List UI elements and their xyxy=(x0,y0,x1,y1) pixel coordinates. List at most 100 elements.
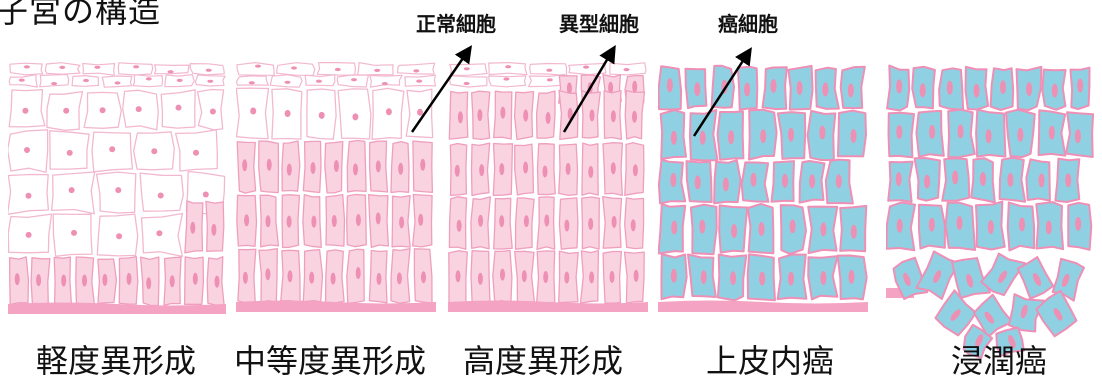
surface-cell xyxy=(194,74,226,87)
nucleus xyxy=(919,83,926,98)
nucleus xyxy=(670,268,677,283)
nucleus xyxy=(68,187,75,194)
nucleus xyxy=(583,65,590,69)
nucleus xyxy=(51,82,58,86)
nucleus xyxy=(115,187,122,194)
nucleus xyxy=(896,125,903,139)
nucleus xyxy=(984,311,994,324)
nucleus xyxy=(396,272,402,285)
nucleus xyxy=(331,215,337,227)
invading-cell xyxy=(1007,293,1045,333)
normal-cell xyxy=(139,172,184,212)
nucleus xyxy=(1008,334,1016,349)
nucleus xyxy=(542,165,548,178)
atypical-cell xyxy=(346,248,365,304)
normal-cell xyxy=(96,213,139,257)
nucleus xyxy=(63,107,70,114)
nucleus xyxy=(545,112,551,124)
nucleus xyxy=(633,269,639,282)
surface-cell xyxy=(44,62,81,75)
normal-cell xyxy=(46,90,84,131)
nucleus xyxy=(523,109,529,122)
nucleus xyxy=(66,149,73,156)
nucleus xyxy=(789,219,796,234)
surface-cell xyxy=(153,64,190,75)
nucleus xyxy=(623,68,630,72)
normal-cell xyxy=(196,88,225,131)
normal-cell xyxy=(52,213,93,257)
nucleus xyxy=(903,272,911,286)
nucleus xyxy=(418,213,424,226)
normal-cell xyxy=(122,89,159,131)
basement-membrane xyxy=(658,300,868,312)
nucleus xyxy=(567,107,573,120)
invading-cell xyxy=(951,257,991,300)
nucleus xyxy=(417,108,423,116)
nucleus xyxy=(1074,129,1081,144)
nucleus xyxy=(355,214,361,226)
nucleus xyxy=(822,82,829,97)
nucleus xyxy=(211,223,217,236)
nucleus xyxy=(250,107,257,115)
surface-cell xyxy=(189,63,225,76)
nucleus xyxy=(353,163,358,176)
nucleus xyxy=(82,274,87,287)
nucleus xyxy=(950,309,961,321)
normal-cell xyxy=(95,171,137,214)
nucleus xyxy=(334,67,341,72)
nucleus xyxy=(671,220,678,235)
nucleus xyxy=(1038,173,1045,188)
normal-cell xyxy=(8,89,46,128)
nucleus xyxy=(610,110,616,123)
nucleus xyxy=(381,82,388,86)
nucleus xyxy=(157,192,164,199)
nucleus xyxy=(523,161,529,174)
nucleus xyxy=(192,272,198,285)
normal-cell xyxy=(49,130,90,170)
nucleus xyxy=(286,163,292,176)
surface-cell xyxy=(39,73,70,88)
nucleus xyxy=(1075,216,1082,231)
nucleus xyxy=(333,160,339,172)
surface-cell xyxy=(164,74,195,88)
surface-cell xyxy=(132,74,164,88)
nucleus xyxy=(61,274,67,287)
nucleus xyxy=(146,277,152,290)
nucleus xyxy=(205,68,212,72)
nucleus xyxy=(809,174,816,189)
nucleus xyxy=(1045,220,1052,235)
nucleus xyxy=(975,334,984,348)
nucleus xyxy=(399,216,405,229)
nucleus xyxy=(284,80,291,84)
mild-dysplasia-illustration xyxy=(8,62,226,314)
surface-cell xyxy=(236,62,275,76)
nucleus xyxy=(255,64,261,68)
nucleus xyxy=(207,79,214,83)
nucleus xyxy=(588,217,594,230)
nucleus xyxy=(985,129,992,144)
invading-cell xyxy=(980,252,1026,297)
surface-cell xyxy=(357,62,394,76)
nucleus xyxy=(1061,273,1070,288)
nucleus xyxy=(22,107,29,114)
nucleus xyxy=(730,271,737,286)
nucleus xyxy=(25,192,32,199)
nucleus xyxy=(546,68,553,72)
nucleus xyxy=(610,162,616,175)
nucleus xyxy=(351,78,357,82)
nucleus xyxy=(505,65,512,69)
nucleus xyxy=(71,229,77,236)
surface-cell xyxy=(236,75,269,86)
nucleus xyxy=(499,215,505,228)
nucleus xyxy=(521,270,527,283)
surface-cell xyxy=(449,75,488,88)
nucleus xyxy=(546,78,553,82)
nucleus xyxy=(1019,217,1025,232)
invasive-carcinoma-illustration xyxy=(886,64,1094,359)
atypical-cell xyxy=(324,140,344,194)
nucleus xyxy=(266,158,272,171)
surface-cell xyxy=(336,74,370,88)
nucleus xyxy=(728,130,735,145)
surface-cell xyxy=(8,74,38,88)
normal-cell xyxy=(140,212,184,258)
